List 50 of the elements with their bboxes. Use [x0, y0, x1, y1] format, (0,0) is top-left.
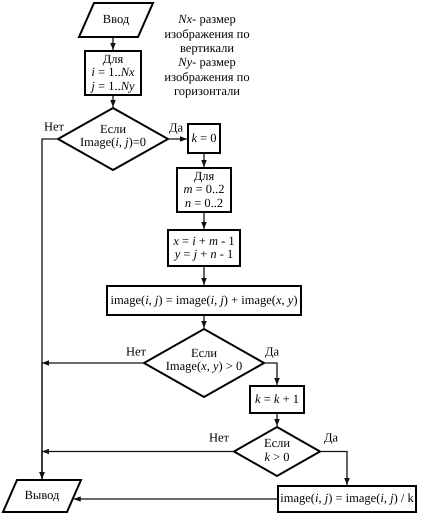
note-text: Ny- размер изображения по горизонтали	[163, 55, 251, 98]
process-box	[277, 485, 417, 513]
edge-label: Нет	[42, 120, 66, 134]
assignment-formula: k = k + 1	[255, 392, 299, 406]
arrow	[265, 362, 280, 385]
assignment-formula: y = j + n - 1	[174, 248, 234, 262]
condition-keyword: Если	[190, 346, 218, 360]
condition-expression: Image(x, y) > 0	[166, 360, 242, 374]
assignment-formula: x = i + m - 1	[173, 234, 235, 248]
arrow	[201, 316, 207, 328]
edge-label: Да	[168, 122, 184, 134]
arrow	[169, 136, 187, 142]
edge-label: Нет	[208, 432, 230, 444]
loop-box	[176, 167, 232, 213]
condition-keyword: Если	[100, 122, 126, 136]
condition-keyword: Если	[264, 437, 290, 450]
process-box	[249, 385, 305, 414]
edge-label: Да	[322, 432, 340, 444]
loop-range: i = 1..Nx	[91, 66, 135, 80]
arrow	[110, 38, 116, 50]
edge-label: Нет	[124, 346, 148, 358]
note-text: Nx- размер изображения по вертикали	[163, 12, 251, 56]
io-label: Ввод	[102, 13, 130, 27]
arrow	[321, 450, 350, 485]
arrow	[201, 267, 207, 285]
loop-box	[84, 50, 142, 96]
assignment-formula: image(i, j) = image(i, j) + image(x, y)	[110, 294, 298, 308]
loop-range: n = 0..2	[184, 196, 224, 210]
arrow	[110, 96, 116, 107]
loop-range: j = 1..Ny	[91, 80, 135, 94]
decision-diamond	[233, 426, 321, 477]
condition-expression: k > 0	[264, 450, 290, 464]
arrow	[39, 448, 233, 479]
output-parallelogram	[2, 479, 82, 513]
condition-expression: Image(i, j)=0	[80, 136, 146, 150]
arrow	[74, 496, 277, 502]
edge-label: Да	[264, 346, 280, 358]
process-box	[167, 229, 241, 267]
arrow	[274, 414, 280, 426]
loop-keyword: Для	[194, 170, 214, 184]
assignment-formula: k = 0	[191, 132, 217, 146]
assignment-formula: image(i, j) = image(i, j) / k	[280, 492, 414, 506]
loop-range: m = 0..2	[183, 183, 225, 197]
arrow	[201, 154, 207, 167]
process-box	[106, 285, 302, 316]
io-label: Вывод	[24, 489, 60, 503]
process-box	[187, 123, 221, 154]
arrow	[201, 213, 207, 229]
input-parallelogram	[78, 2, 154, 38]
loop-keyword: Для	[102, 52, 124, 66]
